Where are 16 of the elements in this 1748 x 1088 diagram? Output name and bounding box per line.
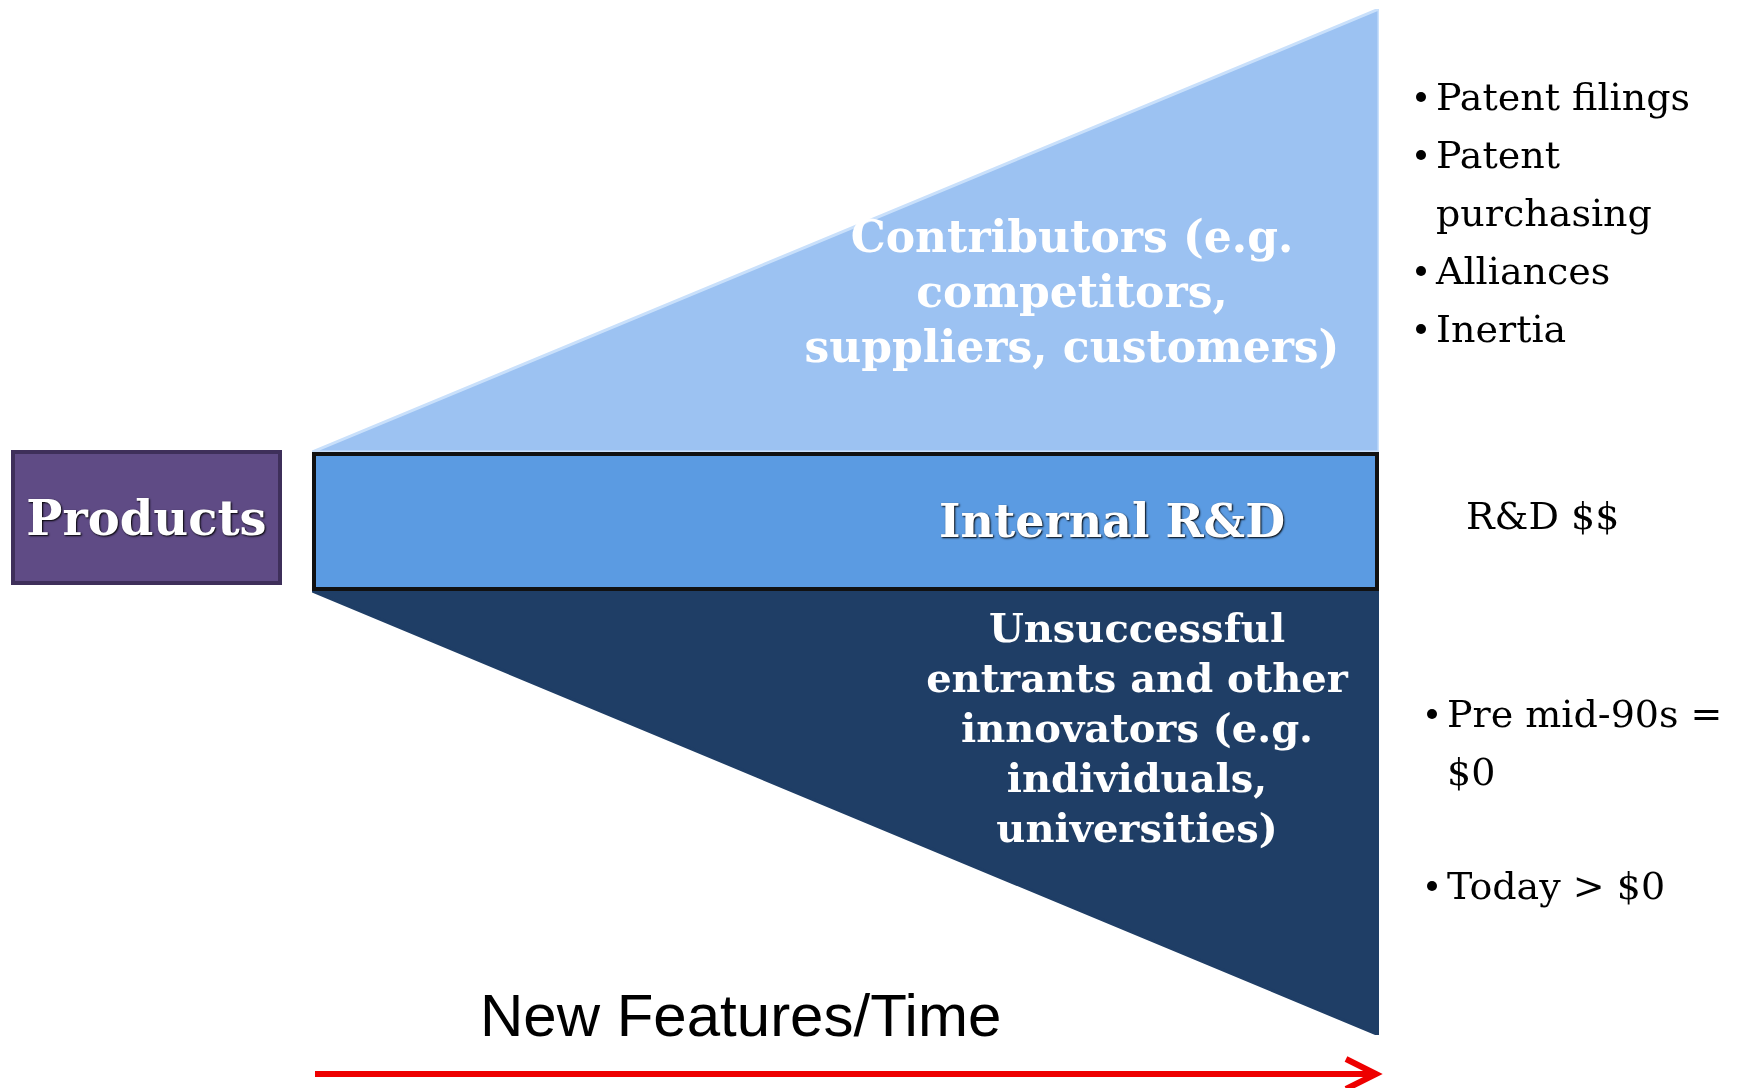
band-shape [312, 452, 1379, 591]
axis-label: New Features/Time [480, 981, 1002, 1051]
bullet-text: Alliances [1436, 248, 1611, 295]
triangle-shape [312, 9, 1379, 452]
bullet-text: Patent filings [1436, 74, 1691, 121]
bullet-text: Patent purchasing [1436, 132, 1653, 237]
node-label: Products [25, 488, 268, 548]
bullet-text: Pre mid-90s = $0 [1447, 691, 1724, 796]
process-box [11, 450, 282, 585]
bullet-text: R&D $$ [1466, 493, 1620, 540]
node-label: Internal R&D [937, 492, 1287, 550]
triangle-shape [312, 591, 1379, 1035]
bullet-text: Inertia [1436, 306, 1567, 353]
node-label: Contributors (e.g. competitors, suppliers, customers) [803, 210, 1341, 374]
bullet-text: Today > $0 [1447, 863, 1666, 910]
node-label: Unsuccessful entrants and other innovators (e.g. individuals, universities) [925, 603, 1350, 853]
